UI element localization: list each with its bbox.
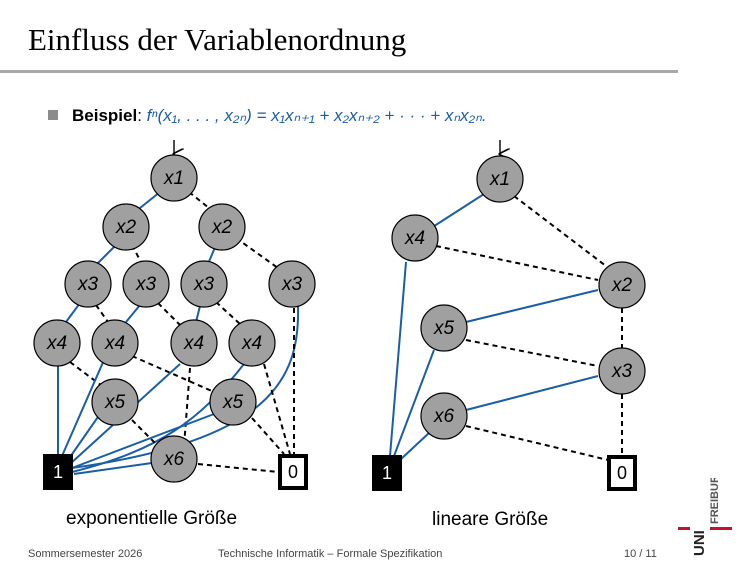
- edge: [67, 413, 101, 461]
- left-node-x6: x6: [150, 435, 198, 483]
- edge: [157, 302, 181, 326]
- right-node-x4: x4: [391, 214, 439, 262]
- edge: [389, 261, 407, 457]
- right-terminals: 1 0: [372, 455, 637, 491]
- edge: [465, 289, 599, 323]
- node-label: x4: [241, 333, 262, 354]
- left-node-x2-left: x2: [102, 203, 150, 251]
- right-nodes: x1 x4 x2 x5 x3 x6: [391, 155, 646, 440]
- left-node-x4-d: x4: [228, 319, 276, 367]
- node-label: x2: [115, 217, 137, 238]
- edge: [61, 359, 105, 457]
- edge: [71, 305, 300, 469]
- node-label: x6: [163, 449, 185, 470]
- edge: [465, 339, 599, 367]
- right-node-x2: x2: [598, 261, 646, 309]
- left-terminal-1: 1: [43, 454, 73, 490]
- node-label: x3: [611, 361, 633, 382]
- left-node-x4-a: x4: [33, 319, 81, 367]
- edge: [435, 245, 599, 281]
- node-label: x1: [489, 169, 510, 190]
- edge: [183, 367, 191, 447]
- university-logo: UNI FREIBURG: [678, 478, 732, 556]
- node-label: x4: [46, 333, 67, 354]
- bullet-label: Beispiel: [72, 106, 138, 125]
- node-label: x2: [611, 275, 633, 296]
- node-label: x3: [135, 274, 157, 295]
- left-nodes: x1 x2 x2 x3 x3 x3 x3 x4 x4 x4 x4 x5 x5 x…: [33, 154, 316, 483]
- right-node-x6: x6: [420, 392, 468, 440]
- edge: [71, 413, 215, 469]
- edge: [465, 425, 609, 461]
- terminal-label: 0: [288, 462, 298, 482]
- right-terminal-0: 0: [607, 455, 637, 491]
- node-label: x6: [433, 406, 455, 427]
- edge: [215, 301, 241, 325]
- bullet-formula: fⁿ(x₁, . . . , x₂ₙ) = x₁xₙ₊₁ + x₂xₙ₊₂ + …: [146, 106, 487, 125]
- bullet-line: Beispiel: fⁿ(x₁, . . . , x₂ₙ) = x₁xₙ₊₁ +…: [48, 106, 487, 126]
- node-label: x5: [433, 318, 455, 339]
- left-caption: exponentielle Größe: [66, 508, 238, 529]
- bullet-square-icon: [48, 110, 58, 120]
- node-label: x5: [104, 392, 126, 413]
- edge: [69, 361, 103, 387]
- node-label: x2: [211, 217, 233, 238]
- right-terminal-1: 1: [372, 455, 402, 491]
- edge: [251, 417, 285, 455]
- right-edges: [389, 140, 623, 461]
- footer-course: Technische Informatik – Formale Spezifik…: [218, 548, 443, 560]
- right-node-x3: x3: [598, 347, 646, 395]
- node-label: x4: [183, 333, 204, 354]
- right-caption: lineare Größe: [432, 509, 549, 530]
- edge: [131, 419, 159, 447]
- left-node-x5-a: x5: [91, 378, 139, 426]
- node-label: x4: [104, 333, 125, 354]
- node-label: x4: [404, 228, 425, 249]
- edge: [263, 363, 291, 455]
- footer-page: 10 / 11: [624, 548, 657, 560]
- left-node-x3-d: x3: [268, 260, 316, 308]
- footer-semester: Sommersemester 2026: [28, 548, 143, 560]
- node-label: x1: [163, 168, 184, 189]
- left-node-x4-c: x4: [170, 319, 218, 367]
- left-node-x3-c: x3: [180, 260, 228, 308]
- edge: [131, 355, 215, 393]
- edge: [235, 237, 279, 269]
- edge: [513, 195, 607, 267]
- node-label: x3: [77, 274, 99, 295]
- edge: [65, 302, 81, 323]
- terminal-label: 1: [53, 462, 63, 482]
- left-node-x3-b: x3: [122, 260, 170, 308]
- left-terminal-0: 0: [278, 454, 308, 490]
- edge: [399, 431, 431, 461]
- edge: [427, 193, 485, 231]
- left-node-x1: x1: [150, 154, 198, 202]
- left-node-x3-a: x3: [64, 260, 112, 308]
- node-label: x3: [193, 274, 215, 295]
- bullet-colon: :: [137, 106, 142, 125]
- right-node-x1: x1: [476, 155, 524, 203]
- edge: [73, 462, 153, 475]
- logo-text-uni: UNI: [691, 530, 708, 556]
- edge: [465, 375, 599, 411]
- left-node-x2-right: x2: [198, 203, 246, 251]
- edge: [195, 305, 201, 323]
- node-label: x5: [222, 392, 244, 413]
- edge: [95, 304, 109, 323]
- edge: [197, 463, 279, 473]
- slide-title: Einfluss der Variablenordnung: [28, 22, 407, 57]
- edge: [393, 349, 435, 457]
- node-label: x3: [281, 274, 303, 295]
- left-terminals: 1 0: [43, 454, 308, 490]
- left-node-x5-b: x5: [209, 378, 257, 426]
- title-divider: [0, 70, 678, 73]
- logo-text-freiburg: FREIBURG: [709, 478, 721, 524]
- right-node-x5: x5: [420, 304, 468, 352]
- terminal-label: 1: [382, 463, 392, 483]
- left-node-x4-b: x4: [91, 319, 139, 367]
- edge: [125, 304, 141, 323]
- terminal-label: 0: [617, 463, 627, 483]
